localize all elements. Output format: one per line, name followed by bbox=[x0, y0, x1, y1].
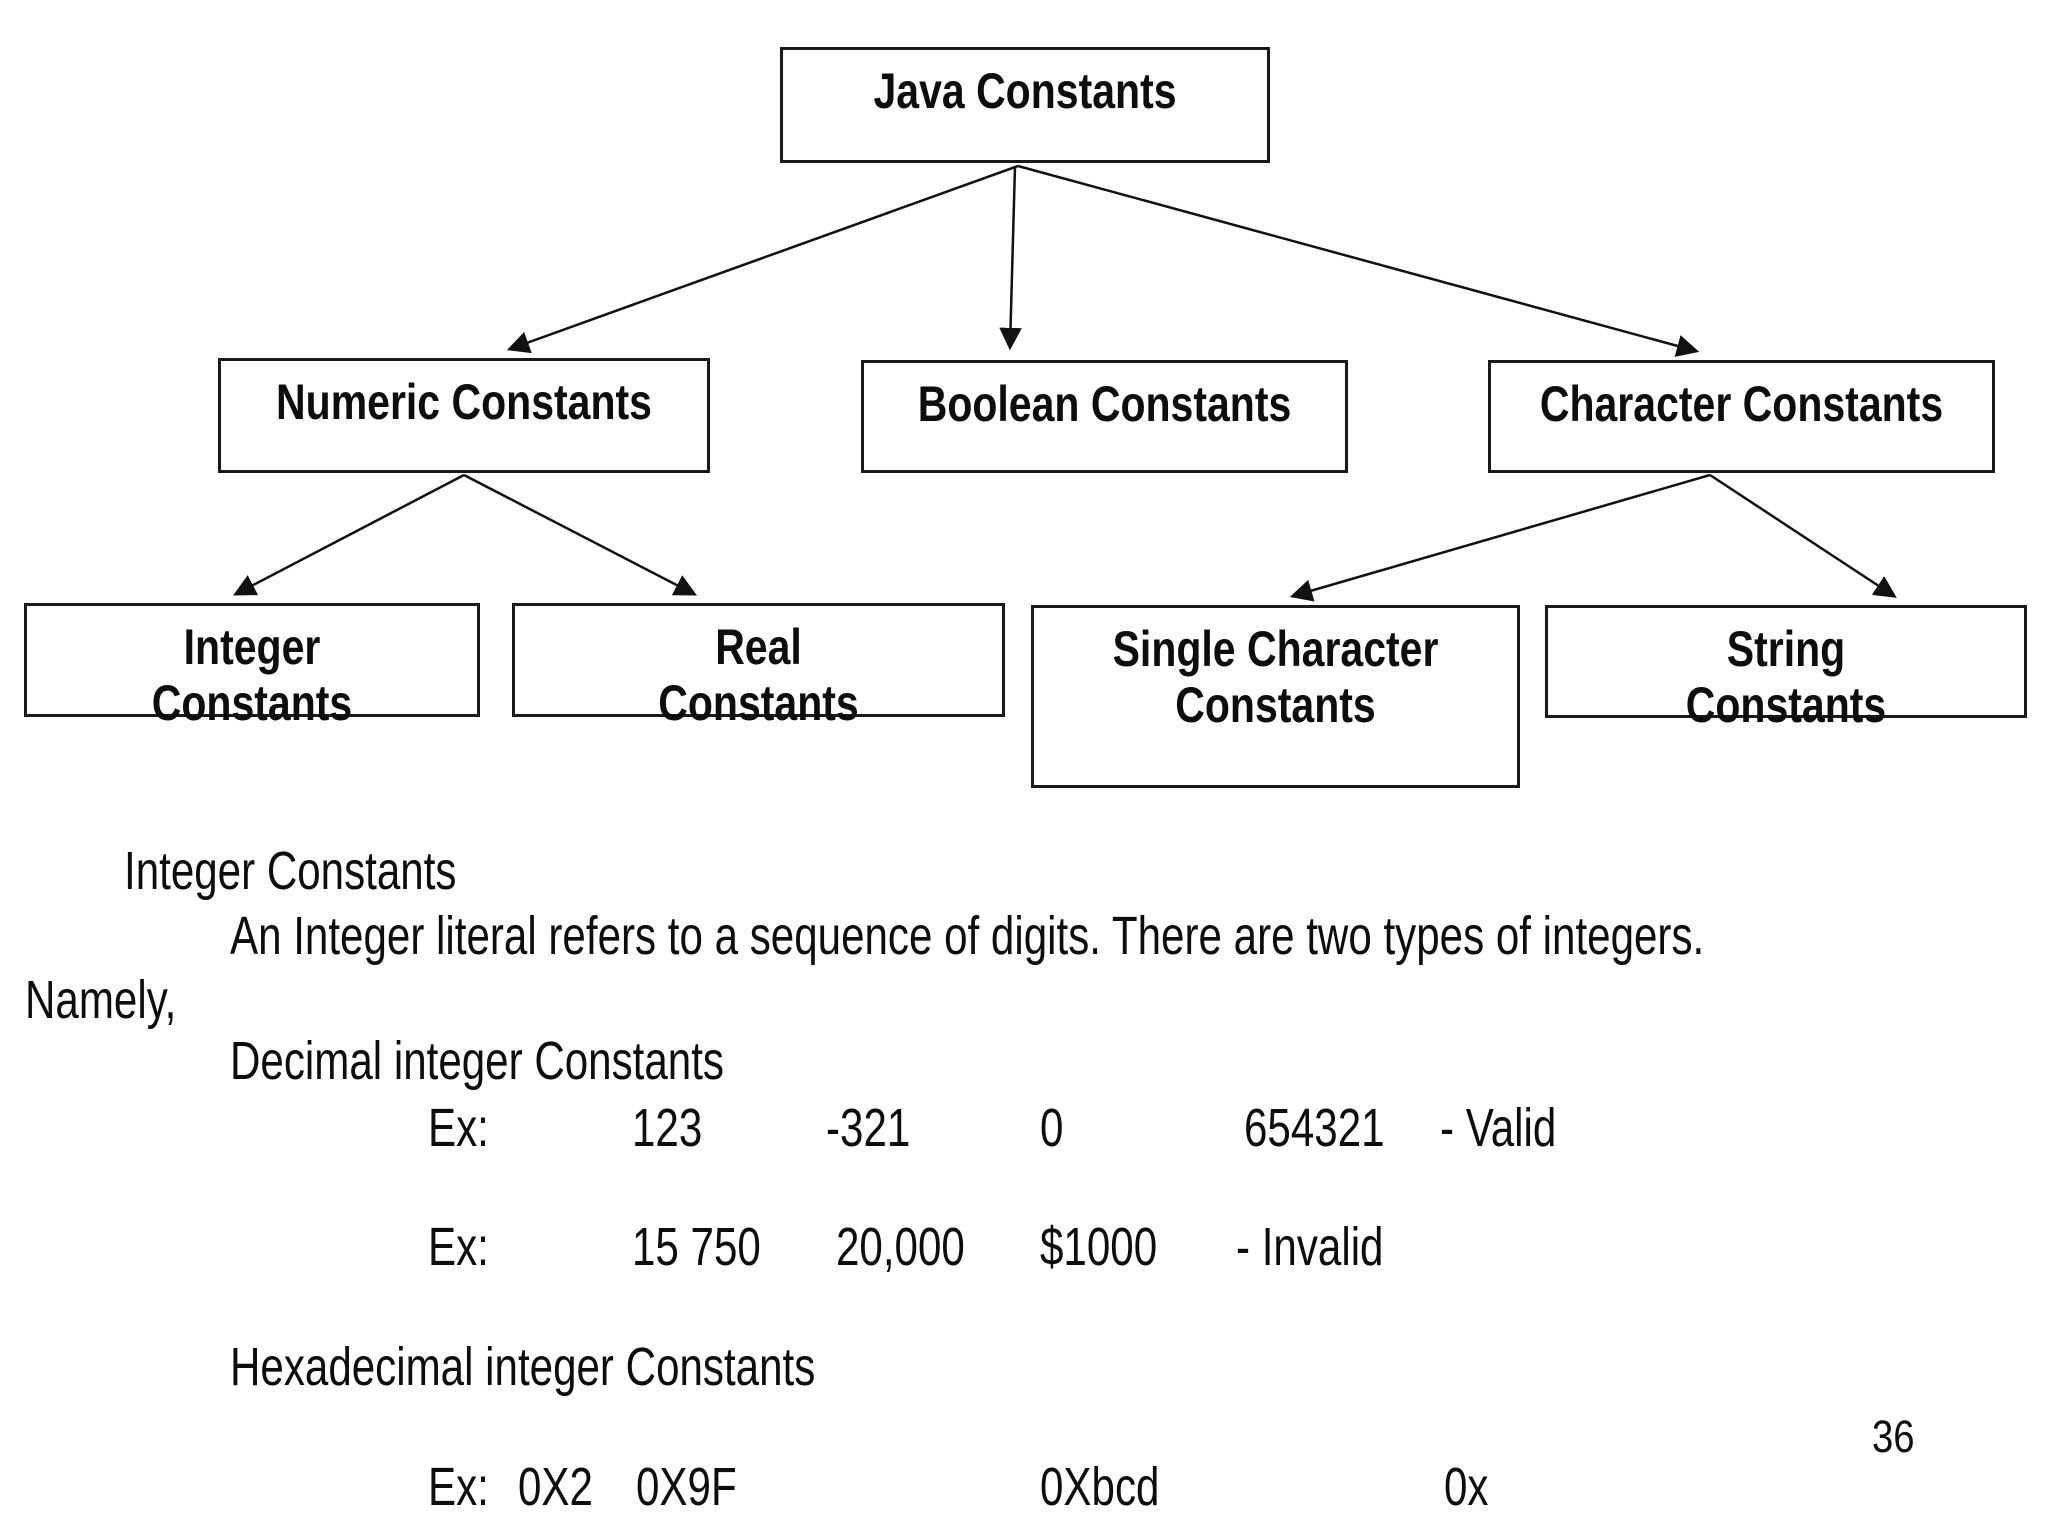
invalid-value-1: 15 750 bbox=[632, 1217, 761, 1277]
decimal-invalid-examples-row: Ex: 15 750 20,000 $1000 - Invalid bbox=[0, 1217, 2048, 1277]
edge-character-to-string bbox=[1709, 473, 1897, 598]
node-character-constants: Character Constants bbox=[1488, 360, 1995, 473]
ex-label: Ex: bbox=[428, 1217, 489, 1277]
node-real-constants: Real Constants bbox=[512, 603, 1005, 731]
hex-value-2: 0X9F bbox=[636, 1457, 737, 1517]
decimal-heading: Decimal integer Constants bbox=[230, 1031, 724, 1091]
edge-numeric-to-integer bbox=[233, 473, 465, 596]
valid-value-4: 654321 bbox=[1244, 1098, 1385, 1158]
node-real-line1: Real bbox=[715, 619, 802, 675]
node-single-character-line1: Single Character bbox=[1112, 621, 1439, 677]
invalid-value-3: $1000 bbox=[1040, 1217, 1158, 1277]
invalid-value-2: 20,000 bbox=[836, 1217, 965, 1277]
valid-value-2: -321 bbox=[826, 1098, 911, 1158]
edge-numeric-to-real bbox=[463, 473, 697, 596]
page-number: 36 bbox=[1872, 1411, 1915, 1462]
hex-examples-row: Ex: 0X2 0X9F 0Xbcd 0x bbox=[0, 1457, 2048, 1517]
hex-heading: Hexadecimal integer Constants bbox=[230, 1337, 816, 1397]
intro-line-2: Namely, bbox=[25, 970, 177, 1030]
decimal-valid-examples-row: Ex: 123 -321 0 654321 - Valid bbox=[0, 1098, 2048, 1158]
hex-value-1: 0X2 bbox=[518, 1457, 593, 1517]
intro-line-1: An Integer literal refers to a sequence … bbox=[230, 906, 1705, 966]
edge-root-to-character bbox=[1017, 164, 1700, 357]
node-integer-line2: Constants bbox=[151, 675, 353, 731]
node-java-constants: Java Constants bbox=[780, 47, 1270, 163]
valid-value-3: 0 bbox=[1040, 1098, 1064, 1158]
node-string-line2: Constants bbox=[1685, 677, 1887, 733]
node-string-constants-label: String Constants bbox=[1591, 608, 1981, 733]
diagram-connectors bbox=[233, 164, 1897, 602]
node-single-character-constants-label: Single Character Constants bbox=[1077, 608, 1473, 733]
node-integer-constants-label: Integer Constants bbox=[68, 606, 437, 731]
valid-verdict: - Valid bbox=[1440, 1098, 1557, 1158]
node-string-line1: String bbox=[1726, 621, 1846, 677]
node-numeric-constants-label: Numeric Constants bbox=[276, 374, 652, 430]
node-boolean-constants-label: Boolean Constants bbox=[917, 376, 1292, 432]
edge-root-to-boolean bbox=[999, 165, 1022, 351]
node-numeric-constants: Numeric Constants bbox=[218, 358, 710, 473]
node-boolean-constants: Boolean Constants bbox=[861, 360, 1348, 473]
node-real-line2: Constants bbox=[658, 675, 859, 731]
node-single-character-constants: Single Character Constants bbox=[1031, 605, 1520, 788]
node-single-character-line2: Constants bbox=[1175, 677, 1376, 733]
hex-value-3: 0Xbcd bbox=[1040, 1457, 1160, 1517]
node-real-constants-label: Real Constants bbox=[559, 606, 958, 731]
ex-label: Ex: bbox=[428, 1098, 489, 1158]
node-integer-line1: Integer bbox=[183, 619, 321, 675]
node-string-constants: String Constants bbox=[1545, 605, 2027, 733]
invalid-verdict: - Invalid bbox=[1236, 1217, 1384, 1277]
valid-value-1: 123 bbox=[632, 1098, 703, 1158]
section-heading: Integer Constants bbox=[124, 841, 457, 901]
hex-value-4: 0x bbox=[1444, 1457, 1489, 1517]
ex-label: Ex: bbox=[428, 1457, 489, 1517]
edge-character-to-single bbox=[1289, 473, 1711, 602]
edge-root-to-numeric bbox=[506, 164, 1019, 354]
node-character-constants-label: Character Constants bbox=[1539, 376, 1944, 432]
node-integer-constants: Integer Constants bbox=[24, 603, 480, 731]
node-java-constants-label: Java Constants bbox=[873, 63, 1177, 119]
